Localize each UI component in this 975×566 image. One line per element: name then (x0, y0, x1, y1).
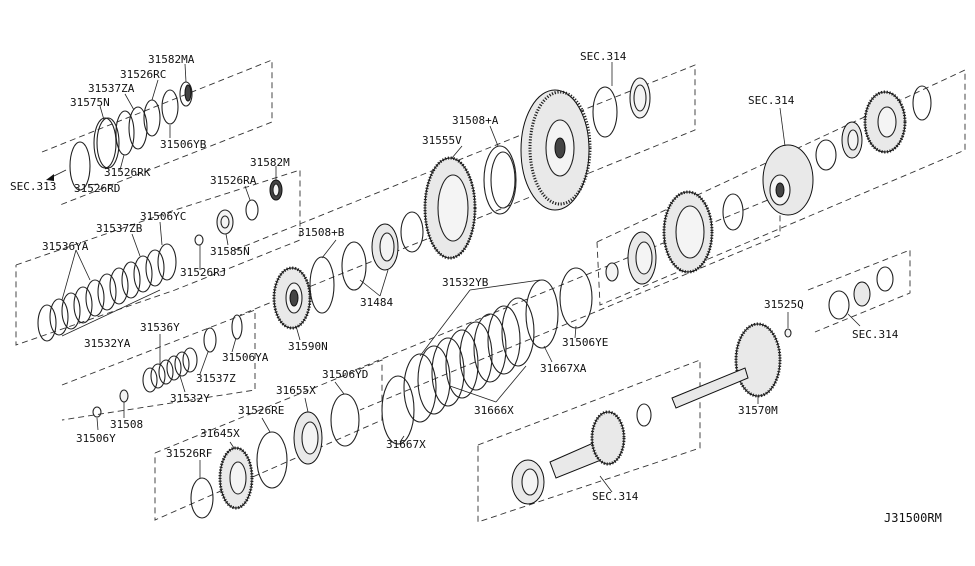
label-31575N: 31575N (70, 96, 110, 109)
ring-31582MA-core (184, 84, 192, 102)
label-31506YB: 31506YB (160, 138, 207, 151)
label-31667X: 31667X (386, 438, 426, 451)
ring-sec314-small (629, 77, 651, 119)
clutch-pack-31666X (381, 267, 593, 445)
label-31585N: 31585N (210, 245, 250, 258)
label-sec313: SEC.313 (10, 180, 56, 193)
label-31537Z: 31537Z (196, 372, 236, 385)
clutch-pack-31536YA (37, 243, 177, 342)
ring-31506YD (330, 393, 360, 447)
snap-ring-31575N (93, 117, 117, 169)
washer-31506Y (92, 406, 102, 418)
label-31536Y: 31536Y (140, 321, 180, 334)
label-31655X: 31655X (276, 384, 316, 397)
washer-31506YB (161, 89, 179, 125)
ring-31508B (309, 256, 335, 314)
label-sec314-right: SEC.314 (748, 94, 795, 107)
ring-31484-b (400, 211, 424, 253)
label-31582M: 31582M (250, 156, 290, 169)
label-31506Y: 31506Y (76, 432, 116, 445)
plate-31526RK (115, 110, 135, 156)
diagram-id: J31500RM (884, 511, 942, 525)
washer-31508 (119, 389, 129, 403)
small-parts-31585N (194, 179, 283, 246)
label-31570M: 31570M (738, 404, 778, 417)
snap-ring-sec314 (592, 86, 618, 138)
label-31532YA: 31532YA (84, 337, 131, 350)
ring-31526RJ (194, 234, 204, 246)
label-31667XA: 31667XA (540, 362, 587, 375)
pin-31525Q (784, 328, 792, 338)
snap-ring-31506YA (231, 314, 243, 340)
label-31526RK: 31526RK (104, 166, 151, 179)
gear-31555V-group (423, 77, 651, 260)
label-31484: 31484 (360, 296, 393, 309)
sec313-arrow (46, 169, 67, 181)
leader-lines (61, 62, 861, 493)
label-31508A: 31508+A (452, 114, 499, 127)
part-labels: 31582MA 31526RC 31537ZA 31575N 31506YB 3… (10, 50, 942, 525)
ring-31667XA (525, 279, 559, 349)
group-frames (15, 59, 966, 523)
label-31526RE: 31526RE (238, 404, 284, 417)
ring-31526RF (190, 477, 214, 519)
label-31508: 31508 (110, 418, 143, 431)
label-31526RD: 31526RD (74, 182, 120, 195)
bearing-31585N (216, 209, 234, 235)
label-31508B: 31508+B (298, 226, 345, 239)
label-31532YB: 31532YB (442, 276, 489, 289)
label-31526RC: 31526RC (120, 68, 166, 81)
ring-31484-a (341, 241, 367, 291)
label-sec314-lower-right: SEC.314 (852, 328, 899, 341)
input-shaft-group (511, 403, 652, 505)
seal-ring-31526RD (69, 141, 91, 191)
label-31537ZB: 31537ZB (96, 222, 143, 235)
label-31525Q: 31525Q (764, 298, 804, 311)
ring-31537Z (203, 327, 217, 353)
label-31537ZA: 31537ZA (88, 82, 135, 95)
shaft-31570M (671, 367, 749, 409)
label-31582MA: 31582MA (148, 53, 195, 66)
label-31506YE: 31506YE (562, 336, 608, 349)
arrow-left-icon (46, 174, 54, 181)
ring-31667X (381, 375, 415, 445)
snap-ring-31506YE (559, 267, 593, 329)
ring-31537ZA (128, 106, 148, 150)
snap-ring-31575N-inner (96, 117, 120, 169)
label-31506YC: 31506YC (140, 210, 186, 223)
gear-31590N-group (272, 211, 424, 330)
label-31526RJ: 31526RJ (180, 266, 226, 279)
shaft-31570M-group (671, 266, 894, 409)
label-sec314-top: SEC.314 (580, 50, 627, 63)
label-31645X: 31645X (200, 427, 240, 440)
label-31526RA: 31526RA (210, 174, 257, 187)
label-31536YA: 31536YA (42, 240, 89, 253)
upper-right-assembly (605, 85, 932, 285)
label-31555V: 31555V (422, 134, 462, 147)
label-31532Y: 31532Y (170, 392, 210, 405)
drum-31645X-group (190, 393, 360, 519)
ring-31508A (483, 145, 517, 215)
ring-31526RA (245, 199, 259, 221)
label-31506YA: 31506YA (222, 351, 269, 364)
ring-31526RE (256, 431, 288, 489)
label-31506YD: 31506YD (322, 368, 368, 381)
label-31590N: 31590N (288, 340, 328, 353)
clutch-pack-31536Y (92, 314, 243, 418)
label-31666X: 31666X (474, 404, 514, 417)
label-sec314-bottom: SEC.314 (592, 490, 639, 503)
label-31526RF: 31526RF (166, 447, 212, 460)
